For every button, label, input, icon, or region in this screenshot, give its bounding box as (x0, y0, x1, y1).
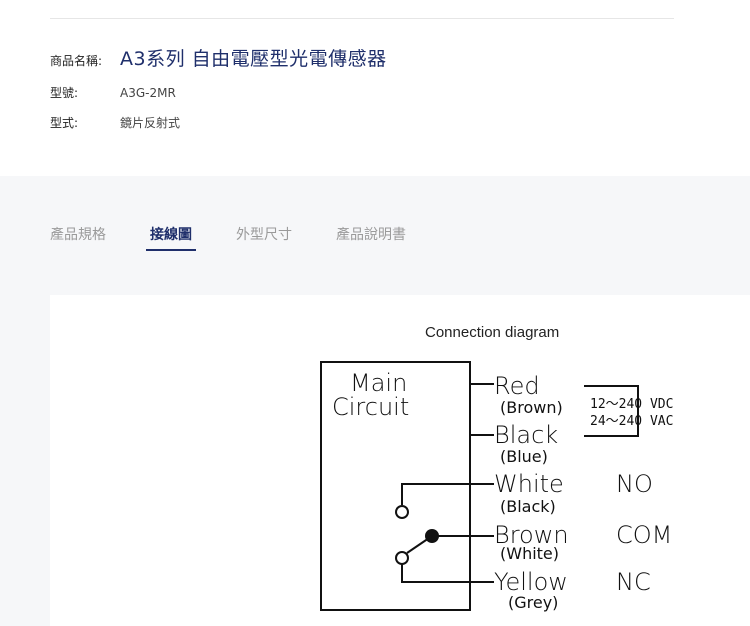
type-label: 型式: (50, 116, 79, 130)
wire-white-sub: (Black) (500, 497, 556, 516)
power-supply-bracket (584, 385, 639, 437)
wire-black-sub: (Blue) (500, 447, 548, 466)
wire-yellow-label: Yellow (494, 568, 568, 596)
wire-brown-label: Brown (494, 521, 569, 549)
tab-wiring-diagram[interactable]: 接線圖 (146, 224, 196, 251)
wire-red-sub: (Brown) (500, 398, 563, 417)
wire-black-label: Black (494, 421, 558, 449)
wire-yellow-sub: (Grey) (508, 593, 558, 612)
wire-red-label: Red (494, 372, 540, 400)
white-wire (401, 483, 494, 505)
terminal-no: NO (616, 470, 653, 498)
tab-dimensions[interactable]: 外型尺寸 (236, 227, 292, 243)
no-contact (395, 505, 409, 519)
product-info-section: 商品名稱: A3系列 自由電壓型光電傳感器 型號: A3G-2MR 型式: 鏡片… (0, 0, 750, 176)
main-circuit-label-line2: Circuit (332, 393, 409, 421)
type-value: 鏡片反射式 (120, 116, 181, 130)
product-name-label: 商品名稱: (50, 54, 103, 68)
model-value: A3G-2MR (120, 86, 176, 100)
nc-contact (395, 551, 409, 565)
main-circuit-label-line1: Main (350, 369, 407, 397)
product-name-row: 商品名稱: A3系列 自由電壓型光電傳感器 (50, 44, 387, 71)
main-circuit-box (320, 361, 471, 611)
wire-white-label: White (494, 470, 564, 498)
tab-manual[interactable]: 產品說明書 (336, 227, 406, 243)
model-label: 型號: (50, 86, 79, 100)
connection-diagram-image: Connection diagram Main Circuit Red (Bro… (320, 324, 673, 612)
switch-arm (406, 535, 433, 554)
voltage-ac: 24～240 VAC (590, 414, 673, 429)
voltage-dc: 12～240 VDC (590, 397, 673, 412)
type-row: 型式: 鏡片反射式 (50, 114, 180, 131)
yellow-wire (401, 564, 494, 583)
wire-brown-sub: (White) (500, 544, 559, 563)
tab-bar: 產品規格 接線圖 外型尺寸 產品說明書 (50, 224, 450, 251)
diagram-title: Connection diagram (425, 324, 559, 341)
wiring-diagram-panel: Connection diagram Main Circuit Red (Bro… (50, 295, 750, 626)
terminal-com: COM (616, 521, 672, 549)
product-name-value: A3系列 自由電壓型光電傳感器 (120, 48, 387, 70)
tab-specifications[interactable]: 產品規格 (50, 227, 106, 243)
divider (50, 18, 674, 19)
terminal-nc: NC (616, 568, 651, 596)
model-row: 型號: A3G-2MR (50, 84, 176, 101)
